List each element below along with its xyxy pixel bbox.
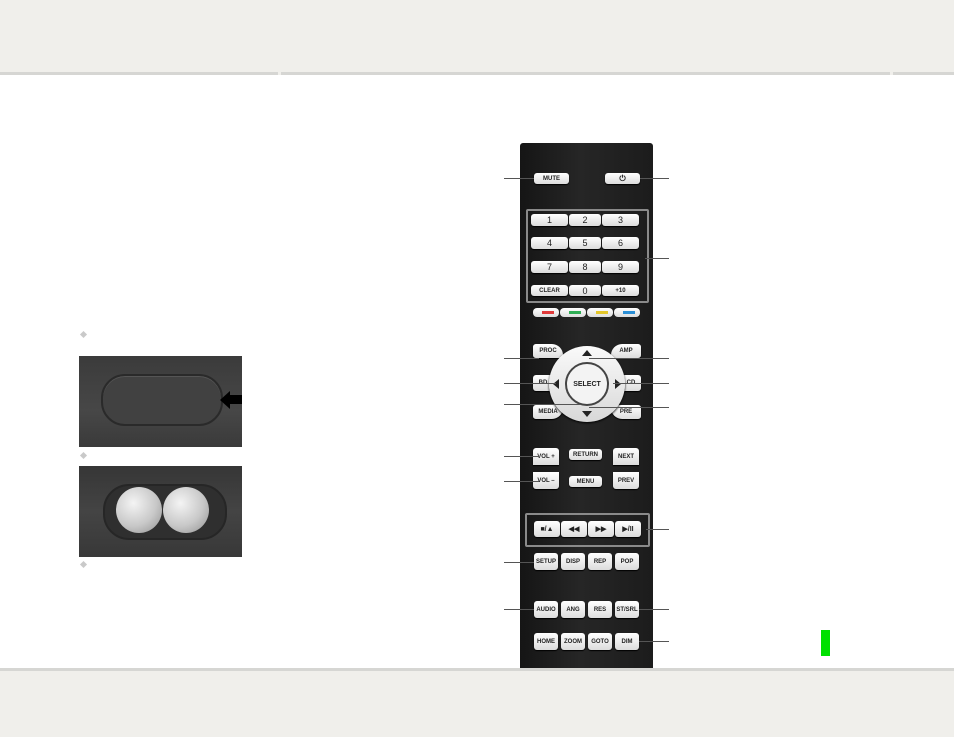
callout-line	[504, 481, 539, 482]
home-button[interactable]: HOME	[534, 633, 558, 650]
select-label: SELECT	[573, 380, 601, 388]
media-button[interactable]: MEDIA	[533, 405, 563, 419]
audio-button[interactable]: AUDIO	[534, 601, 558, 618]
callout-line	[589, 407, 669, 408]
green-marker	[821, 630, 830, 656]
rep-button[interactable]: REP	[588, 553, 612, 570]
vol-down-button[interactable]: VOL –	[533, 472, 559, 489]
amp-button[interactable]: AMP	[611, 344, 641, 358]
arrow-up-icon[interactable]	[582, 350, 592, 356]
mute-button[interactable]: MUTE	[534, 173, 569, 184]
arrow-shaft	[230, 395, 242, 404]
res-button[interactable]: RES	[588, 601, 612, 618]
play-pause-button[interactable]: ▶/II	[615, 521, 641, 537]
key-4[interactable]: 4	[531, 237, 568, 249]
disp-button[interactable]: DISP	[561, 553, 585, 570]
arrow-down-icon[interactable]	[582, 411, 592, 417]
callout-line	[504, 404, 580, 405]
transport-group-frame	[525, 513, 650, 547]
plus10-button[interactable]: +10	[602, 285, 639, 296]
yellow-key-indicator	[596, 311, 608, 314]
callout-line	[504, 178, 534, 179]
key-1[interactable]: 1	[531, 214, 568, 226]
goto-button[interactable]: GOTO	[588, 633, 612, 650]
callout-line	[639, 609, 669, 610]
yellow-key-button[interactable]	[587, 308, 613, 317]
arrow-left-icon[interactable]	[553, 379, 559, 389]
callout-line	[589, 358, 669, 359]
ang-button[interactable]: ANG	[561, 601, 585, 618]
key-2[interactable]: 2	[569, 214, 601, 226]
battery-bay-photo	[79, 466, 242, 557]
zoom-button[interactable]: ZOOM	[561, 633, 585, 650]
next-button[interactable]: NEXT	[613, 448, 639, 465]
keypad-group-frame	[526, 209, 649, 303]
callout-line	[645, 258, 669, 259]
top-rule	[0, 72, 954, 75]
pre-button[interactable]: PRE	[611, 405, 641, 419]
menu-button[interactable]: MENU	[569, 476, 602, 487]
rewind-button[interactable]: ◀◀	[561, 521, 587, 537]
callout-line	[504, 358, 539, 359]
battery-cover-photo	[79, 356, 242, 447]
vol-up-button[interactable]: VOL +	[533, 448, 559, 465]
select-button[interactable]: SELECT	[565, 362, 609, 406]
dim-button[interactable]: DIM	[615, 633, 639, 650]
key-7[interactable]: 7	[531, 261, 568, 273]
stop-eject-button[interactable]: ■/▲	[534, 521, 560, 537]
key-0[interactable]: 0	[569, 285, 601, 296]
arrow-icon	[220, 391, 230, 409]
key-9[interactable]: 9	[602, 261, 639, 273]
key-6[interactable]: 6	[602, 237, 639, 249]
top-rule-gap	[890, 72, 893, 75]
callout-line	[504, 562, 534, 563]
green-key-button[interactable]	[560, 308, 586, 317]
power-button[interactable]: ⏻	[605, 173, 640, 184]
callout-line	[504, 609, 534, 610]
red-key-indicator	[542, 311, 554, 314]
callout-line	[613, 383, 669, 384]
red-key-button[interactable]	[533, 308, 559, 317]
top-rule-gap	[278, 72, 281, 75]
return-button[interactable]: RETURN	[569, 449, 602, 460]
arrow-right-icon[interactable]	[615, 379, 621, 389]
bottom-margin	[0, 671, 954, 737]
callout-line	[639, 641, 669, 642]
clear-button[interactable]: CLEAR	[531, 285, 568, 296]
key-5[interactable]: 5	[569, 237, 601, 249]
callout-line	[646, 529, 669, 530]
callout-line	[640, 178, 669, 179]
green-key-indicator	[569, 311, 581, 314]
proc-button[interactable]: PROC	[533, 344, 563, 358]
battery-cell-icon	[163, 487, 209, 533]
battery-cover	[101, 374, 223, 426]
callout-line	[504, 456, 539, 457]
key-3[interactable]: 3	[602, 214, 639, 226]
pop-button[interactable]: POP	[615, 553, 639, 570]
battery-cell-icon	[116, 487, 162, 533]
top-margin	[0, 0, 954, 72]
prev-button[interactable]: PREV	[613, 472, 639, 489]
setup-button[interactable]: SETUP	[534, 553, 558, 570]
blue-key-button[interactable]	[614, 308, 640, 317]
st-srl-button[interactable]: ST/SRL	[615, 601, 639, 618]
fast-forward-button[interactable]: ▶▶	[588, 521, 614, 537]
key-8[interactable]: 8	[569, 261, 601, 273]
blue-key-indicator	[623, 311, 635, 314]
bottom-rule	[0, 668, 954, 671]
callout-line	[504, 383, 556, 384]
